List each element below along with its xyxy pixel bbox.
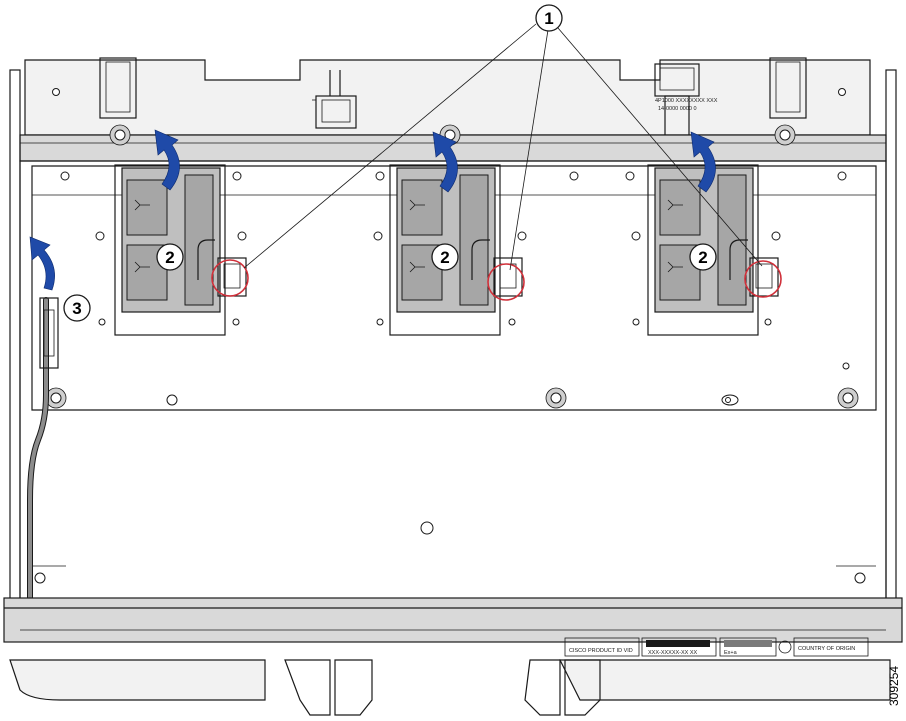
lift-arrow-4 — [29, 236, 55, 291]
latch-highlight-2 — [487, 263, 525, 301]
product-id-label: CISCO PRODUCT ID VID — [569, 648, 633, 654]
svg-text:1: 1 — [544, 9, 553, 28]
cable-handle — [27, 297, 59, 601]
svg-text:3: 3 — [72, 299, 81, 318]
svg-text:2: 2 — [698, 248, 707, 267]
lift-arrow-1 — [154, 129, 180, 191]
floor-hole — [420, 521, 434, 535]
callout-2-center: 2 — [431, 243, 459, 271]
left-side-wall — [9, 69, 21, 601]
lift-arrow-3 — [690, 131, 716, 193]
top-hole-left — [52, 88, 60, 96]
callout-1: 1 — [535, 4, 563, 32]
figure-id: 309254 — [887, 666, 901, 706]
mid-plate-screws — [45, 171, 859, 409]
bezel-lower-right — [559, 659, 891, 701]
bottom-screw-left — [34, 572, 46, 584]
connector-label-1: 4P1000 XXXXXXXX XXX — [655, 98, 718, 104]
lift-arrow-2 — [432, 131, 458, 193]
latch-highlight-1 — [211, 259, 249, 297]
top-slot-right — [769, 57, 807, 119]
callout-2-right: 2 — [689, 243, 717, 271]
eject-lever-right — [524, 659, 601, 716]
top-hole-right — [838, 88, 846, 96]
small-tag-label: Ex+a — [724, 650, 738, 656]
top-slot-left — [99, 57, 137, 119]
front-bezel — [3, 597, 903, 643]
callout-2-left: 2 — [156, 243, 184, 271]
connector-label-2: 14-0000 0000 0 — [658, 106, 697, 112]
mid-plate — [31, 165, 877, 411]
eject-lever-left — [284, 659, 373, 716]
bezel-lower-left — [9, 659, 266, 701]
top-slot-right-inner — [775, 61, 801, 113]
svg-text:2: 2 — [165, 248, 174, 267]
top-slot-left-inner — [105, 61, 131, 113]
tray-module-2 — [389, 164, 523, 336]
right-side-wall — [885, 69, 897, 601]
svg-text:2: 2 — [440, 248, 449, 267]
callout-3: 3 — [63, 294, 91, 322]
callout-1-leaders — [243, 23, 763, 271]
bottom-screw-right — [854, 572, 866, 584]
product-label-group: CISCO PRODUCT ID VID XXX-XXXXX-XX XX Ex+… — [564, 637, 869, 657]
latch-highlight-3 — [744, 260, 782, 298]
country-label: COUNTRY OF ORIGIN — [798, 646, 855, 652]
serial-label: XXX-XXXXX-XX XX — [648, 650, 698, 656]
top-connector-center — [312, 70, 357, 129]
